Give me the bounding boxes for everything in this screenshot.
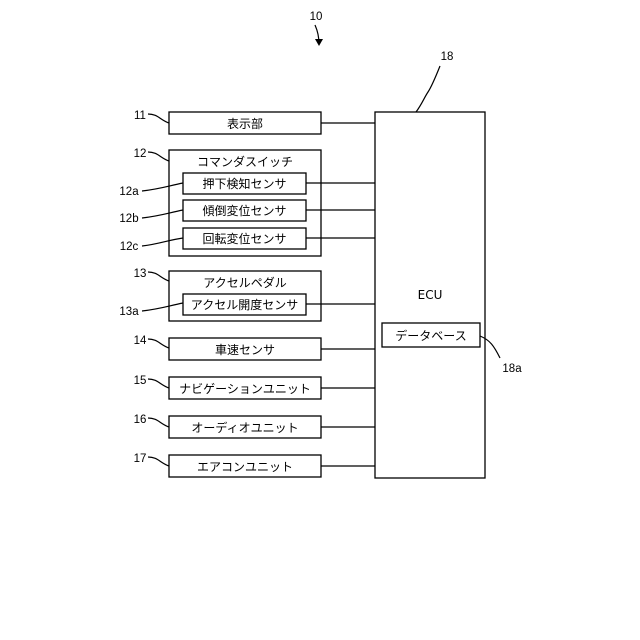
- ref-navigation-leader: [148, 379, 169, 388]
- ecu-label: ECU: [418, 288, 443, 302]
- accel-sensor-label: アクセル開度センサ: [191, 297, 298, 312]
- ref-accel-pedal: 13: [134, 268, 147, 280]
- ref-audio-leader: [148, 418, 169, 427]
- ref-display-leader: [148, 114, 169, 123]
- ref-tilt-sensor: 12b: [119, 213, 138, 225]
- audio-label: オーディオユニット: [191, 420, 298, 435]
- ref-command-switch-leader: [148, 152, 169, 161]
- ref-aircon: 17: [134, 453, 147, 465]
- accel-pedal-label: アクセルペダル: [203, 275, 286, 290]
- ref-navigation: 15: [134, 375, 147, 387]
- database-label: データベース: [395, 328, 466, 343]
- ref-accel-pedal-leader: [148, 272, 169, 281]
- display-label: 表示部: [227, 116, 263, 131]
- tilt-sensor-label: 傾倒変位センサ: [202, 203, 286, 218]
- ref-ecu-leader: [416, 66, 440, 112]
- navigation-label: ナビゲーションユニット: [179, 382, 311, 396]
- ref-audio: 16: [134, 414, 147, 426]
- ref-system: 10: [310, 11, 323, 23]
- ref-press-sensor: 12a: [119, 186, 139, 198]
- rotation-sensor-label: 回転変位センサ: [202, 231, 286, 246]
- ref-display: 11: [134, 110, 146, 122]
- command-switch-label: コマンダスイッチ: [197, 154, 293, 169]
- ref-vehicle-speed: 14: [134, 335, 147, 347]
- ref-database: 18a: [502, 363, 522, 375]
- ref-rotation-sensor: 12c: [120, 241, 139, 253]
- ref-command-switch: 12: [134, 148, 147, 160]
- aircon-label: エアコンユニット: [197, 460, 293, 474]
- press-sensor-label: 押下検知センサ: [202, 177, 286, 191]
- vehicle-speed-label: 車速センサ: [215, 343, 275, 357]
- ref-aircon-leader: [148, 457, 169, 466]
- ref-vehicle-speed-leader: [148, 339, 169, 348]
- ref-system-arrowhead: [315, 39, 323, 46]
- ref-accel-sensor: 13a: [119, 306, 139, 318]
- ref-ecu: 18: [441, 51, 454, 63]
